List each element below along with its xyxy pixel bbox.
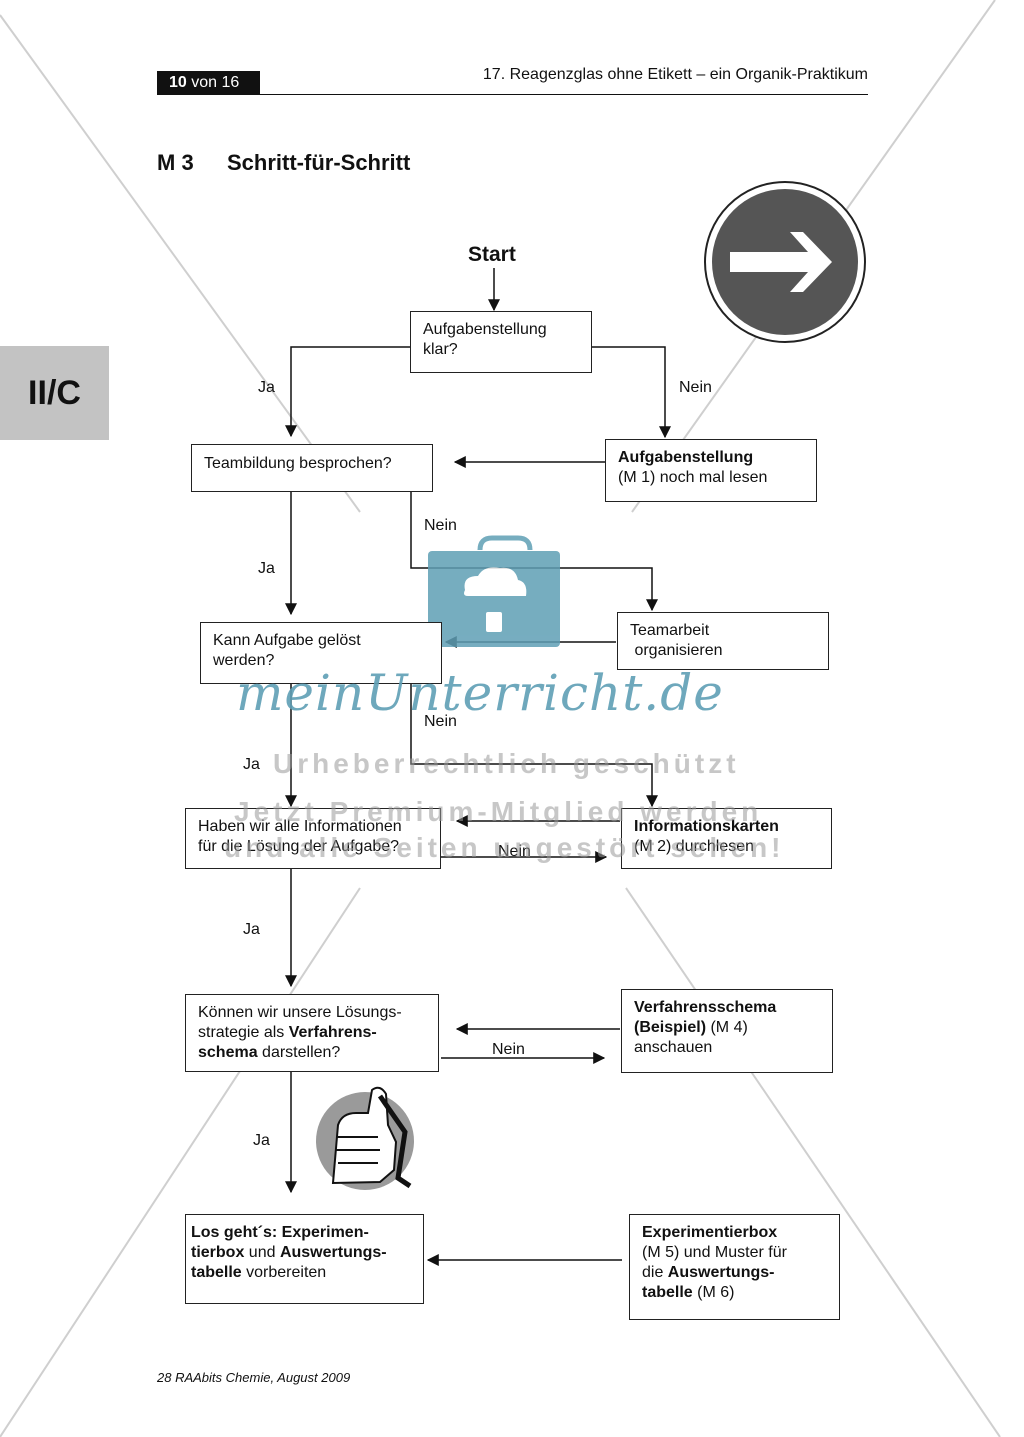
- label-yes-3: Ja: [243, 756, 260, 773]
- a-teamwork-box: Teamarbeit organisieren: [617, 612, 829, 670]
- label-yes-4: Ja: [243, 921, 260, 938]
- watermark-line3: und alle Seiten ungestört sehen!: [224, 832, 785, 863]
- final-line2a: tierbox: [191, 1244, 245, 1261]
- page-total: von 16: [191, 74, 240, 91]
- thumbs-up-icon: [316, 1086, 414, 1190]
- label-no-3: Nein: [424, 713, 457, 730]
- briefcase-icon: [428, 535, 560, 647]
- q-task-clear-box: Aufgabenstellung klar?: [410, 311, 592, 373]
- label-no-5: Nein: [492, 1041, 525, 1058]
- q-strategy-line2b: Verfahrens-: [288, 1024, 377, 1041]
- q-solvable-line1: Kann Aufgabe gelöst: [213, 632, 361, 649]
- q-strategy-line2a: strategie als: [198, 1024, 289, 1041]
- a-reread-task-box: Aufgabenstellung (M 1) noch mal lesen: [605, 439, 817, 502]
- q-information-box: Haben wir alle Informationen für die Lös…: [185, 808, 441, 869]
- q-team-text: Teambildung besprochen?: [204, 455, 392, 472]
- header-rule: [157, 94, 868, 95]
- final-line1: Los geht´s: Experimen-: [191, 1224, 369, 1241]
- label-yes-2: Ja: [258, 560, 275, 577]
- arrow-sign-icon: [704, 181, 866, 343]
- a-experiment-line3b: Auswertungs-: [667, 1264, 775, 1281]
- label-no-1: Nein: [679, 379, 712, 396]
- watermark-logo: meinUnterricht.de: [236, 664, 724, 722]
- q-information-line1: Haben wir alle Informationen: [198, 818, 402, 835]
- q-solvable-box: Kann Aufgabe gelöst werden?: [200, 622, 442, 684]
- start-label: Start: [468, 243, 516, 266]
- a-experiment-box: Experimentierbox (M 5) und Muster für di…: [629, 1214, 840, 1320]
- a-procedure-box: Verfahrensschema (Beispiel) (M 4) anscha…: [621, 989, 833, 1073]
- a-infocards-box: Informationskarten (M 2) durchlesen: [621, 808, 832, 869]
- a-teamwork-line1: Teamarbeit: [630, 622, 710, 639]
- q-strategy-line3a: schema: [198, 1044, 258, 1061]
- q-team-box: Teambildung besprochen?: [191, 444, 433, 492]
- a-infocards-line2: (M 2) durchlesen: [634, 838, 755, 855]
- a-experiment-line2: (M 5) und Muster für: [642, 1244, 787, 1261]
- q-solvable-line2: werden?: [213, 652, 275, 669]
- section-number: M 3: [157, 150, 194, 175]
- label-no-4: Nein: [498, 843, 531, 860]
- a-experiment-line3a: die: [642, 1264, 668, 1281]
- label-no-2: Nein: [424, 517, 457, 534]
- watermark-line1: Urheberrechtlich geschützt: [273, 748, 740, 779]
- a-experiment-line4b: (M 6): [692, 1284, 735, 1301]
- label-yes-1: Ja: [258, 379, 275, 396]
- a-procedure-line3: anschauen: [634, 1039, 713, 1056]
- final-line3b: vorbereiten: [241, 1264, 327, 1281]
- q-task-clear-line2: klar?: [423, 341, 458, 358]
- a-reread-task-bold: Aufgabenstellung: [618, 449, 754, 466]
- q-information-line2: für die Lösung der Aufgabe?: [198, 838, 400, 855]
- a-procedure-rest2: (M 4): [706, 1019, 748, 1036]
- side-tab: II/C: [0, 346, 109, 440]
- q-task-clear-line1: Aufgabenstellung: [423, 321, 547, 338]
- footer-source: 28 RAAbits Chemie, August 2009: [157, 1370, 351, 1385]
- a-infocards-bold: Informationskarten: [634, 818, 779, 835]
- a-experiment-line1: Experimentierbox: [642, 1224, 778, 1241]
- final-line3a: tabelle: [191, 1264, 242, 1281]
- a-experiment-line4a: tabelle: [642, 1284, 693, 1301]
- q-strategy-line3b: darstellen?: [257, 1044, 341, 1061]
- section-title: M 3 Schritt-für-Schritt: [157, 150, 410, 176]
- a-procedure-bold1: Verfahrensschema: [634, 999, 777, 1016]
- final-line2b: und: [244, 1244, 280, 1261]
- page-number-badge: 10 von 16: [157, 71, 260, 95]
- a-teamwork-line2: organisieren: [630, 642, 723, 659]
- page-current: 10: [169, 74, 187, 91]
- q-strategy-line1: Können wir unsere Lösungs-: [198, 1004, 402, 1021]
- final-line2c: Auswertungs-: [279, 1244, 387, 1261]
- running-title: 17. Reagenzglas ohne Etikett – ein Organ…: [482, 66, 868, 83]
- q-strategy-box: Können wir unsere Lösungs- strategie als…: [185, 994, 439, 1072]
- a-procedure-bold2: (Beispiel): [634, 1019, 707, 1036]
- watermark-line2: Jetzt Premium-Mitglied werden: [234, 796, 763, 827]
- label-yes-5: Ja: [253, 1132, 270, 1149]
- a-reread-task-line2: (M 1) noch mal lesen: [618, 469, 768, 486]
- final-start-box: Los geht´s: Experimen- tierbox und Auswe…: [185, 1214, 424, 1304]
- section-heading: Schritt-für-Schritt: [227, 150, 411, 175]
